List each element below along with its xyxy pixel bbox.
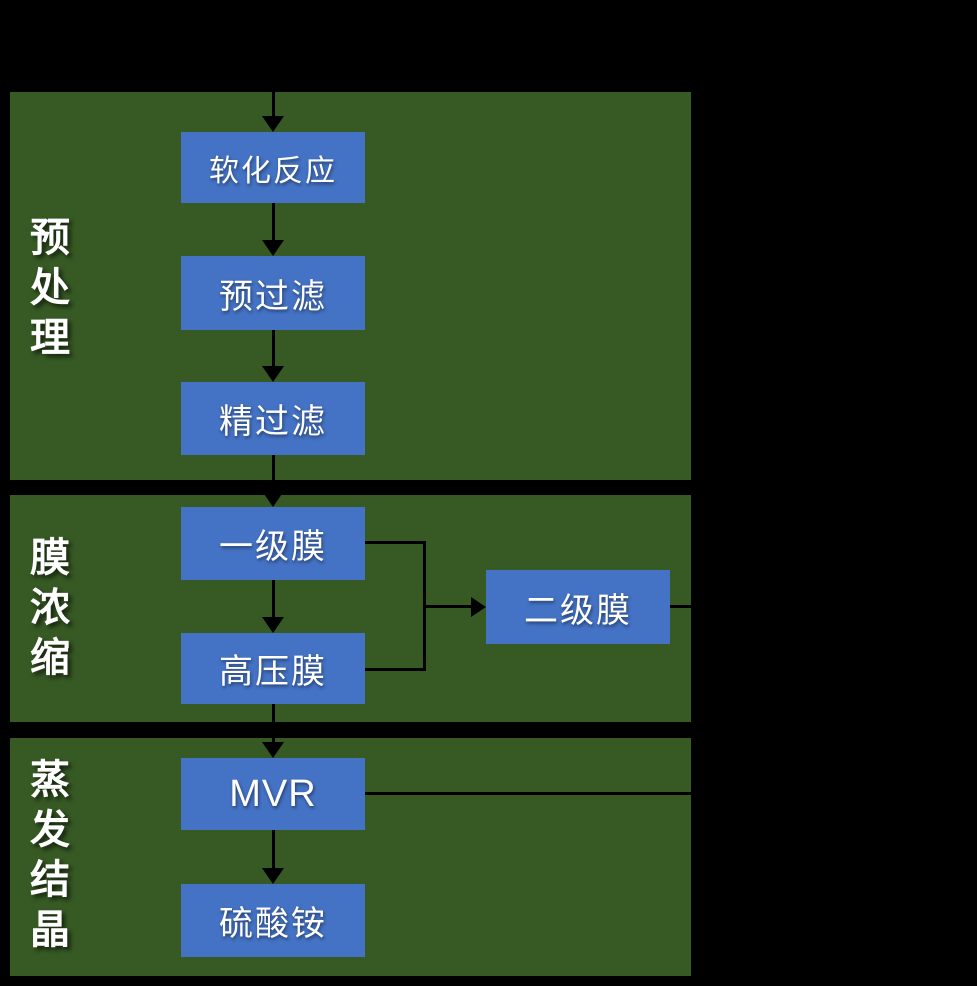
section-label-pretreatment: 预处理 (24, 216, 68, 366)
connector-inlet-to-softening (272, 92, 275, 119)
node-pre-filtration: 预过滤 (181, 256, 365, 330)
arrowhead-down-icon (262, 240, 284, 256)
section-label-evaporation-crystallization: 蒸发结晶 (24, 758, 68, 958)
arrowhead-right-icon (471, 597, 486, 617)
connector-prefilter-to-finefilter (272, 330, 275, 368)
connector-finefilter-to-firstmembrane (272, 455, 275, 493)
node-fine-filtration: 精过滤 (181, 382, 365, 455)
arrowhead-down-icon (262, 868, 284, 884)
section-label-membrane-concentration: 膜浓缩 (24, 536, 68, 686)
arrowhead-down-icon (262, 617, 284, 633)
arrowhead-down-icon (262, 116, 284, 132)
arrowhead-down-icon (262, 742, 284, 758)
connector-mvr-outlet (365, 792, 691, 795)
node-high-pressure-membrane: 高压膜 (181, 633, 365, 704)
arrowhead-down-icon (262, 366, 284, 382)
connector-highpressure-branch (365, 668, 425, 671)
connector-firstmembrane-branch (365, 541, 425, 544)
node-softening-reaction: 软化反应 (181, 132, 365, 203)
arrowhead-down-icon (262, 491, 284, 507)
node-second-stage-membrane: 二级膜 (486, 570, 670, 644)
connector-branch-to-secondmembrane (425, 605, 472, 608)
node-ammonium-sulfate: 硫酸铵 (181, 884, 365, 957)
connector-mvr-to-ammoniumsulfate (272, 830, 275, 870)
node-mvr: MVR (181, 758, 365, 830)
connector-branch-vertical (423, 541, 426, 671)
connector-secondmembrane-outlet (670, 605, 691, 608)
connector-highpressure-to-mvr (272, 704, 275, 744)
connector-softening-to-prefilter (272, 203, 275, 242)
node-first-stage-membrane: 一级膜 (181, 507, 365, 580)
connector-firstmembrane-to-highpressure (272, 580, 275, 619)
